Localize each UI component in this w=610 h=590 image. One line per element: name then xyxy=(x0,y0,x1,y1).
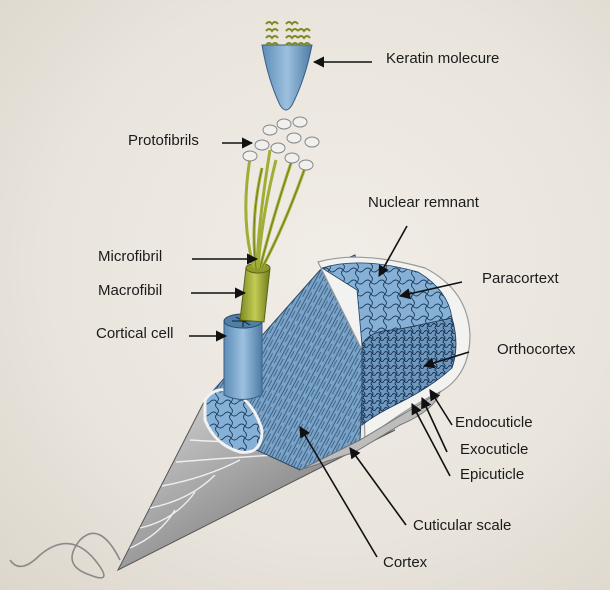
label-nuclear-remnant: Nuclear remnant xyxy=(368,194,479,212)
label-keratin-molecule: Keratin molecure xyxy=(386,50,499,68)
macrofibril-tube xyxy=(240,268,270,322)
label-exocuticle: Exocuticle xyxy=(460,441,528,459)
microfibril-strands xyxy=(246,150,306,268)
label-microfibril: Microfibril xyxy=(98,248,162,266)
label-macrofibril: Macrofibil xyxy=(98,282,162,300)
cortical-cell-tube xyxy=(224,318,262,400)
label-protofibrils: Protofibrils xyxy=(128,132,199,150)
keratin-cone xyxy=(262,45,312,110)
label-cuticular-scale: Cuticular scale xyxy=(413,517,511,535)
label-orthocortex: Orthocortex xyxy=(497,341,575,359)
protofibril-ends xyxy=(243,117,319,170)
label-cortex: Cortex xyxy=(383,554,427,572)
label-epicuticle: Epicuticle xyxy=(460,466,524,484)
label-endocuticle: Endocuticle xyxy=(455,414,533,432)
label-cortical-cell: Cortical cell xyxy=(96,325,174,343)
hair-strand-tail xyxy=(10,533,120,578)
label-paracortex: Paracortext xyxy=(482,270,559,288)
keratin-coils xyxy=(266,22,310,45)
